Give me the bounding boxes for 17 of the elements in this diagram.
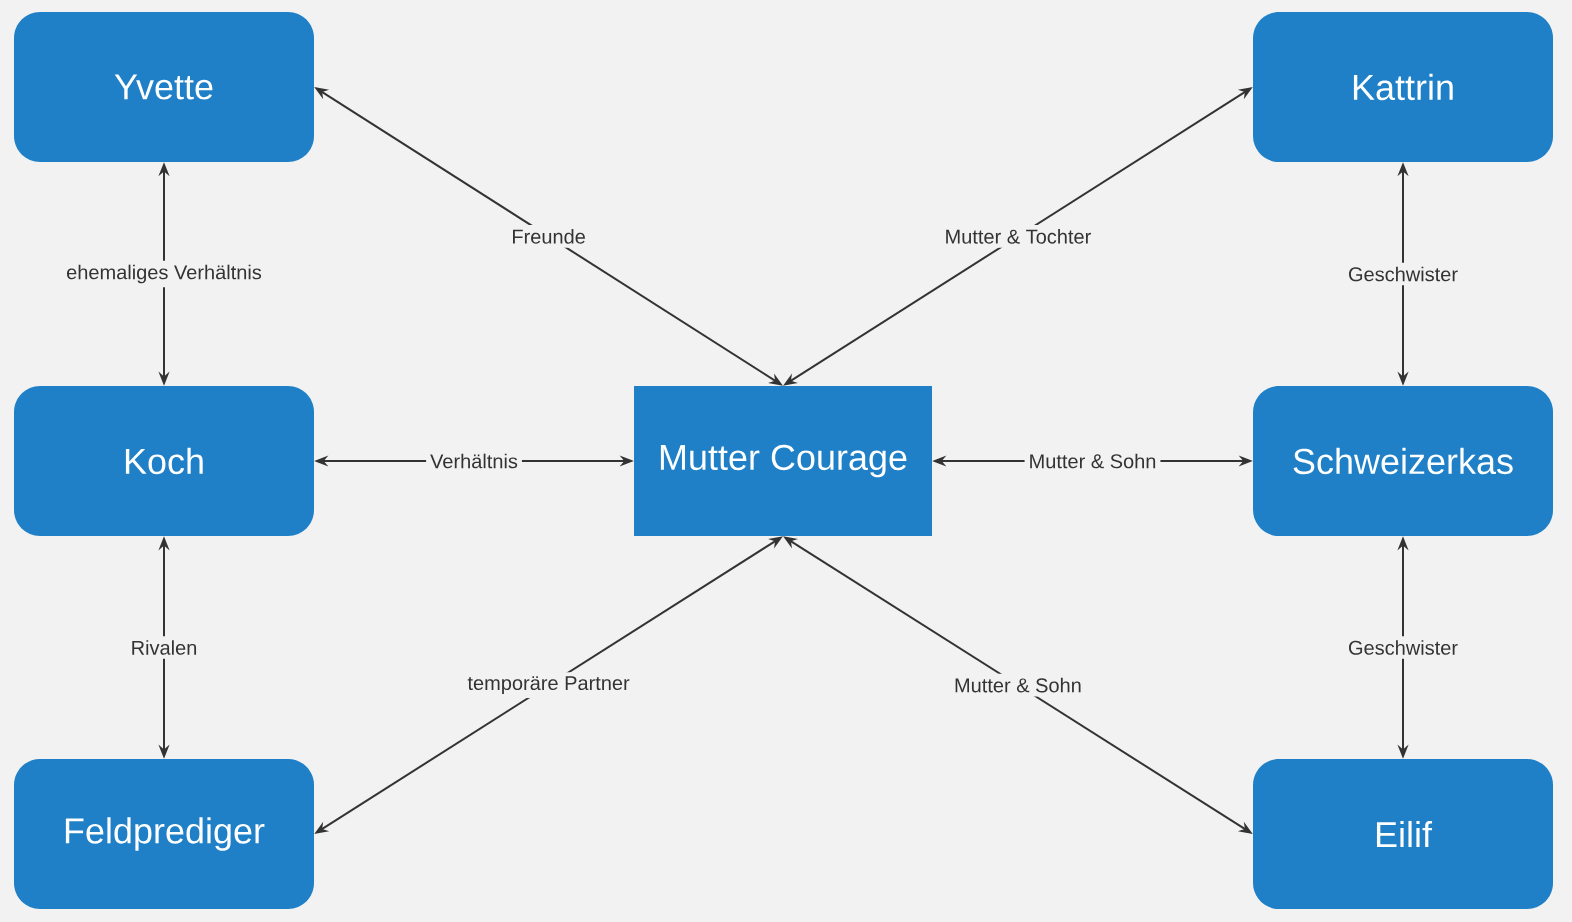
edge-label: Geschwister xyxy=(1344,636,1463,659)
rounded-box: Feldprediger xyxy=(14,759,314,909)
rounded-box: Yvette xyxy=(14,12,314,162)
edge-label: ehemaliges Verhältnis xyxy=(62,260,266,288)
rounded-box: Eilif xyxy=(1253,759,1553,909)
edge-label: Geschwister xyxy=(1344,262,1463,286)
edge-label: temporäre Partner xyxy=(463,672,634,699)
box: Mutter Courage xyxy=(634,386,932,536)
edge-label: Freunde xyxy=(507,225,590,248)
rounded-box: Koch xyxy=(14,386,314,536)
edge-label: Mutter & Tochter xyxy=(940,225,1096,248)
edge-label: Mutter & Sohn xyxy=(950,673,1086,697)
edge-label: Mutter & Sohn xyxy=(1024,449,1161,473)
edge-label: Verhältnis xyxy=(426,449,522,473)
rounded-box: Schweizerkas xyxy=(1253,386,1553,536)
rounded-box: Kattrin xyxy=(1253,12,1553,162)
edge-label: Rivalen xyxy=(126,636,202,659)
